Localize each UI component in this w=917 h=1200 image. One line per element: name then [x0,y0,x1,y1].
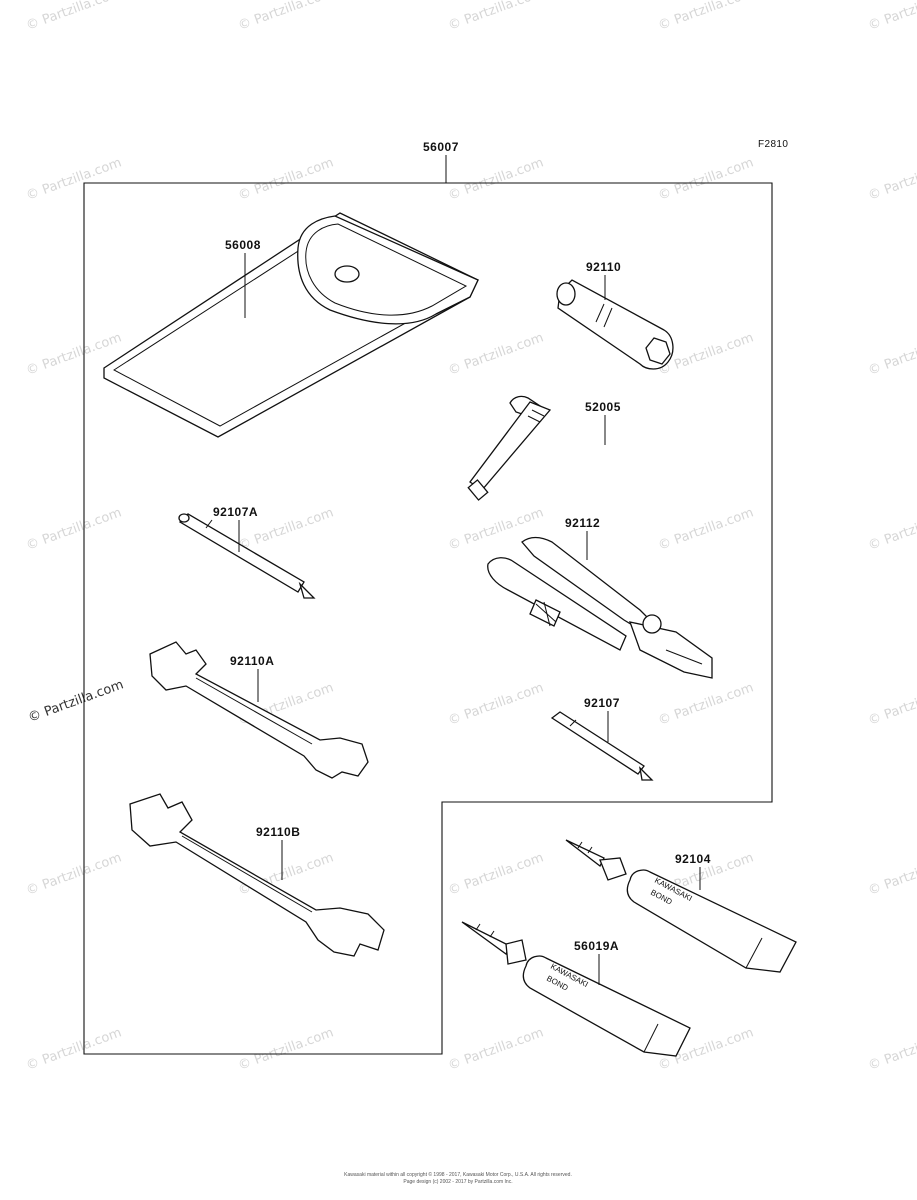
part-label-bag: 56008 [225,238,261,252]
wrench-a-body [149,641,369,779]
watermark: © Partzilla.com [866,330,917,378]
plug-wrench-end [556,282,576,306]
watermark: © Partzilla.com [866,0,917,34]
figure-code: F2810 [758,139,788,150]
bag-snap [334,265,360,283]
screwdriver-a-notch [205,519,213,529]
screwdriver-a[interactable] [178,513,316,599]
pliers-jaw-teeth [665,649,703,665]
watermark: © Partzilla.com [446,850,545,898]
screwdriver-notch [569,719,577,727]
grip-ridge [527,415,541,423]
watermark: © Partzilla.com [236,0,335,34]
plug-wrench[interactable] [556,279,674,370]
bond-1-nozzle [565,839,605,867]
pliers-hatch [543,601,551,627]
watermark: © Partzilla.com [236,1025,335,1073]
bond-1-crimp [745,937,763,969]
watermark: © Partzilla.com [24,0,123,34]
pliers-lower-handle [487,557,627,651]
watermark: © Partzilla.com [866,850,917,898]
watermark: © Partzilla.com [446,1025,545,1073]
watermark: © Partzilla.com [866,505,917,553]
part-label-bond-1: 92104 [675,852,711,866]
wrench-b-edge [181,835,313,913]
watermark: © Partzilla.com [446,330,545,378]
pliers[interactable] [487,536,713,679]
bond-1-cap [599,857,627,881]
watermark: © Partzilla.com [24,850,123,898]
bond-2-cap [505,939,527,965]
pliers-hatch [535,603,557,623]
bond-2-nozzle-ring [475,923,481,931]
tool-bag[interactable] [103,212,479,438]
pliers-jaw [628,621,713,679]
part-label-bond-2: 56019A [574,939,619,953]
screwdriver[interactable] [550,711,654,781]
bond-2-nozzle-ring [489,930,495,938]
bond-2-nozzle [461,921,511,955]
pliers-pivot [642,614,662,634]
wrench-a[interactable] [149,641,369,779]
watermark: © Partzilla.com [656,505,755,553]
grip-ridge [531,409,545,417]
plug-wrench-body [557,279,674,370]
watermark-layer: © Partzilla.com © Partzilla.com © Partzi… [24,0,917,1074]
part-label-wrench-b: 92110B [256,825,300,839]
assembly-label: 56007 [423,140,459,154]
watermark: © Partzilla.com [866,680,917,728]
watermark: © Partzilla.com [446,680,545,728]
bond-tube-2[interactable]: KAWASAKI BOND [461,921,691,1057]
bond-2-body [522,955,691,1057]
screwdriver-tip [639,766,654,781]
watermark: © Partzilla.com [656,155,755,203]
screwdriver-a-end [178,513,190,523]
bond-1-nozzle-ring [577,841,583,849]
watermark: © Partzilla.com [656,0,755,34]
plug-wrench-ring [603,307,613,328]
part-label-wrench-a: 92110A [230,654,274,668]
tool-kit-frame [83,182,773,1055]
wrench-b-body [129,793,385,957]
part-label-plug-wrench: 92110 [586,260,621,274]
part-label-screwdriver: 92107 [584,696,620,710]
watermark: © Partzilla.com [866,1025,917,1073]
bond-2-crimp [643,1023,659,1053]
wrench-b[interactable] [129,793,385,957]
bond-1-nozzle-ring [587,846,593,854]
footer-copyright: Kawasaki material within all copyright ©… [344,1171,572,1178]
watermark: © Partzilla.com [24,505,123,553]
grip-shaft [469,401,552,491]
watermark: © Partzilla.com [24,1025,123,1073]
watermark: © Partzilla.com [24,155,123,203]
bag-flap-stitch [305,223,468,316]
part-label-screwdriver-grip: 52005 [585,400,621,414]
bag-body [103,212,479,438]
screwdriver-grip[interactable] [467,395,552,501]
watermark: © Partzilla.com [236,155,335,203]
watermark: © Partzilla.com [446,155,545,203]
watermark: © Partzilla.com [866,155,917,203]
bag-flap [297,215,479,325]
watermark: © Partzilla.com [656,680,755,728]
watermark-dark: © Partzilla.com [26,677,125,725]
footer-page-design: Page design (c) 2002 - 2017 by Partzilla… [403,1179,512,1185]
plug-wrench-ring [595,303,605,323]
screwdriver-shaft [550,711,645,775]
screwdriver-a-tip [298,581,316,599]
plug-wrench-hex [645,337,671,365]
part-label-pliers: 92112 [565,516,600,530]
part-label-screwdriver-a: 92107A [213,505,258,519]
grip-bit [467,479,489,501]
watermark: © Partzilla.com [446,0,545,34]
wrench-a-edge [195,677,313,745]
bond-1-body [626,869,797,973]
